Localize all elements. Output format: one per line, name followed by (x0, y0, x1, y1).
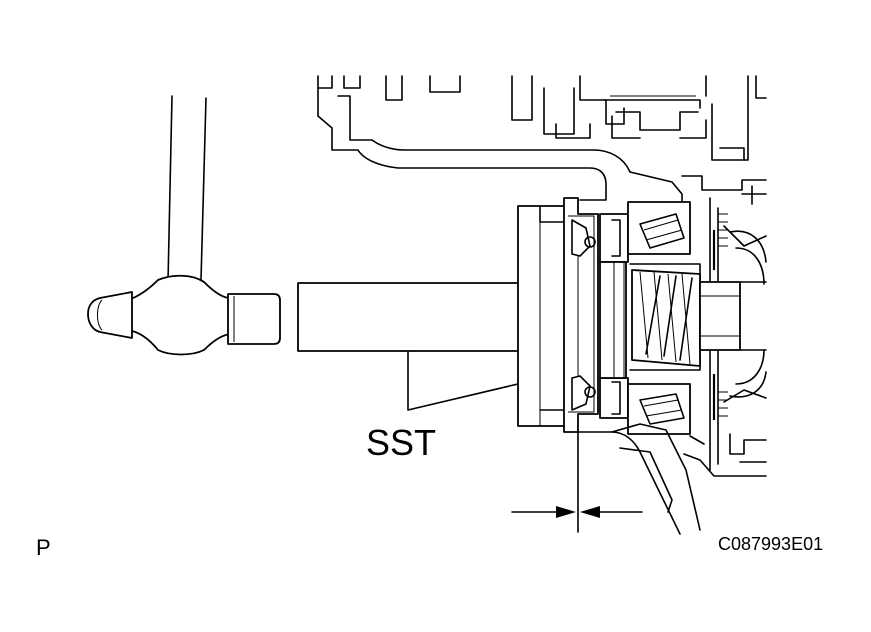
corner-mark: P (36, 535, 51, 560)
oil-seal (563, 197, 599, 433)
sst-label: SST (366, 422, 436, 463)
hammer-head (127, 274, 233, 356)
sst-shaft (297, 282, 539, 352)
sst-flange (517, 205, 567, 427)
sst-leader (407, 351, 519, 411)
lower-case (577, 423, 767, 535)
pinion-shaft (599, 261, 767, 379)
hammer-handle (167, 95, 207, 283)
measurement-marker (511, 431, 643, 533)
hammer (87, 95, 281, 356)
figure-code: C087993E01 (718, 534, 823, 554)
bearing-upper (599, 201, 701, 281)
transmission-case (317, 75, 767, 471)
hammer-left-face (87, 291, 133, 339)
hammer-right-face (227, 293, 281, 345)
sst-tool (297, 205, 567, 427)
